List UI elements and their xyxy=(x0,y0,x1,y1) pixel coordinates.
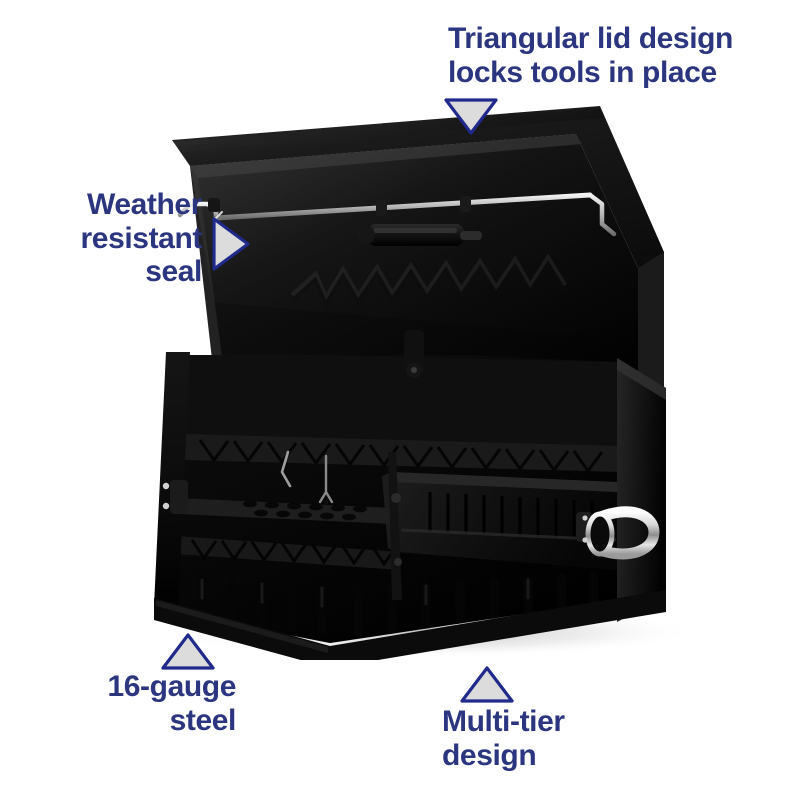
latch-hardware xyxy=(404,330,424,378)
plinth-highlight xyxy=(156,600,328,653)
right-side-panel xyxy=(617,358,666,622)
pointer-up-icon-gauge-steel xyxy=(161,633,215,670)
callout-gauge-steel-text: 16-gauge steel xyxy=(107,670,236,737)
upper-tier-tray xyxy=(382,472,617,570)
middle-tier-shelf xyxy=(178,498,392,524)
bottom-plinth xyxy=(154,590,666,660)
back-tool-holder-strip xyxy=(184,434,617,474)
toolbox-lid xyxy=(172,106,664,418)
callout-triangular-lid-text: Triangular lid design locks tools in pla… xyxy=(448,22,733,89)
toolbox-body xyxy=(154,330,666,660)
back-wall xyxy=(180,355,617,452)
hanging-hook-tool xyxy=(280,450,334,504)
wire-tool-rack xyxy=(177,192,617,237)
product-image xyxy=(130,100,700,660)
pointer-down-icon-triangular-lid xyxy=(444,98,498,135)
callout-weather-seal-text: Weather resistant seal xyxy=(80,188,203,289)
pointer-up-icon-multi-tier xyxy=(460,666,514,703)
callout-multi-tier-text: Multi-tier design xyxy=(442,705,565,772)
center-divider xyxy=(388,452,402,600)
lid-seal-left-edge xyxy=(190,166,230,416)
side-pull-handle xyxy=(576,506,660,560)
lid-right-face xyxy=(636,252,664,402)
lid-rim-highlight xyxy=(174,108,604,152)
lid-hinge xyxy=(162,480,188,514)
pointer-right-icon-weather-seal xyxy=(212,217,250,271)
gas-strut xyxy=(357,224,482,246)
wrench-organizer-rail xyxy=(176,536,400,570)
right-panel-edge xyxy=(617,358,666,400)
